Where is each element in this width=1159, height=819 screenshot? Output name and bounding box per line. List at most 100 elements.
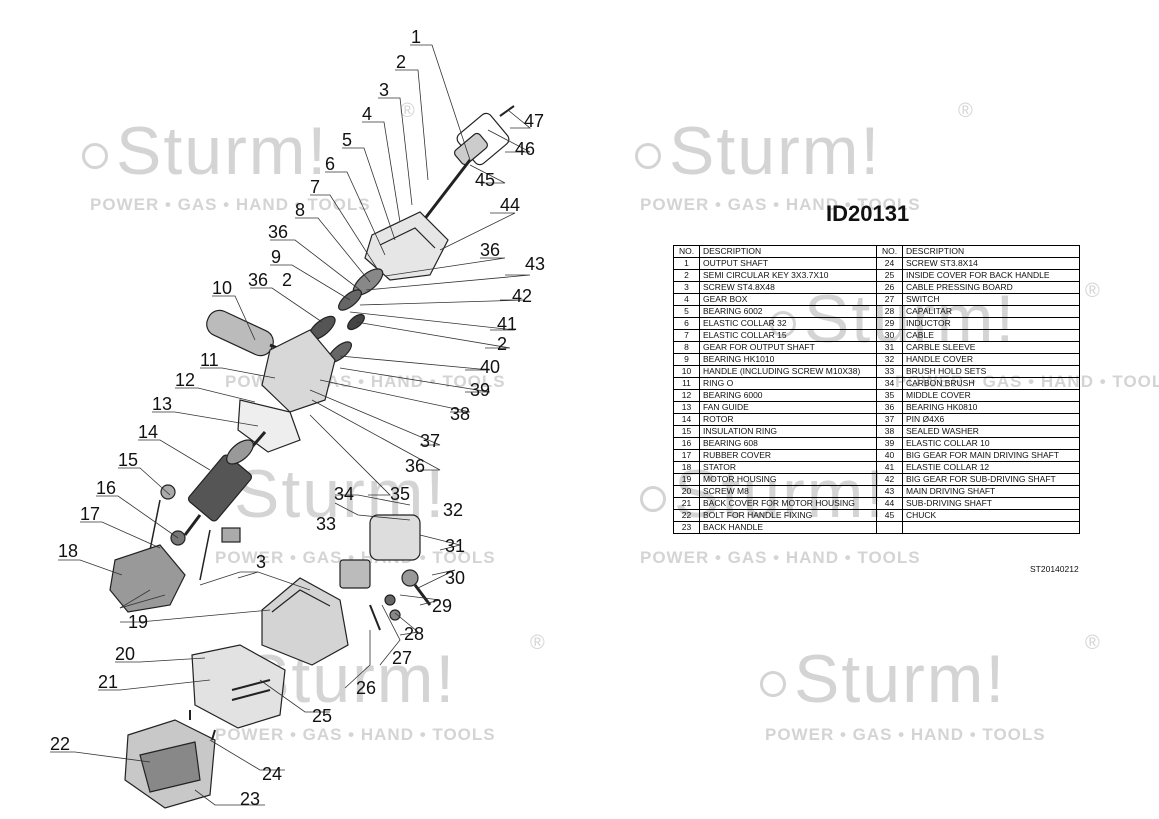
part-description-cell: BEARING HK1010: [699, 353, 877, 366]
part-number-cell: 33: [876, 365, 903, 378]
watermark-logo: Sturm!: [760, 640, 1006, 718]
watermark-registered: ®: [1085, 280, 1100, 302]
part-description-cell: SCREW ST4.8X48: [699, 281, 877, 294]
callout-43: 43: [525, 254, 545, 274]
back-handle-part: [124, 719, 216, 809]
part-number-cell: 16: [673, 437, 700, 450]
part-number-cell: 7: [673, 329, 700, 342]
callout-20: 20: [115, 644, 135, 664]
part-number-cell: 21: [673, 497, 700, 510]
part-number-cell: 3: [673, 281, 700, 294]
part-description-cell: BACK COVER FOR MOTOR HOUSING: [699, 497, 877, 510]
part-number-cell: 22: [673, 509, 700, 522]
part-description-cell: CARBLE SLEEVE: [902, 341, 1080, 354]
part-description-cell: MAIN DRIVING SHAFT: [902, 485, 1080, 498]
callout-17: 17: [80, 504, 100, 524]
watermark-tagline: POWER • GAS • HAND • TOOLS: [90, 195, 371, 214]
callout-16: 16: [96, 478, 116, 498]
callout-37: 37: [420, 431, 440, 451]
watermark-tagline: POWER • GAS • HAND • TOOLS: [215, 548, 496, 567]
part-number-cell: 4: [673, 293, 700, 306]
part-number-cell: 32: [876, 353, 903, 366]
callout-24: 24: [262, 764, 282, 784]
callout-36: 36: [268, 222, 288, 242]
callout-25: 25: [312, 706, 332, 726]
part-description-cell: INSULATION RING: [699, 425, 877, 438]
callout-7: 7: [310, 177, 320, 197]
watermark-logo: Sturm!: [635, 112, 881, 190]
part-number-cell: 41: [876, 461, 903, 474]
callout-35: 35: [390, 484, 410, 504]
part-description-cell: SWITCH: [902, 293, 1080, 306]
header-no: NO.: [673, 245, 700, 258]
part-number-cell: 9: [673, 353, 700, 366]
part-description-cell: HANDLE (INCLUDING SCREW M10X38): [699, 365, 877, 378]
part-number-cell: 31: [876, 341, 903, 354]
callout-36: 36: [405, 456, 425, 476]
back-cover-part: [191, 644, 286, 729]
part-number-cell: 38: [876, 425, 903, 438]
callout-14: 14: [138, 422, 158, 442]
rotor-part: [183, 431, 267, 536]
part-number-cell: 34: [876, 377, 903, 390]
callout-3: 3: [379, 80, 389, 100]
part-description-cell: SEALED WASHER: [902, 425, 1080, 438]
callout-45: 45: [475, 170, 495, 190]
callout-4: 4: [362, 104, 372, 124]
part-number-cell: 12: [673, 389, 700, 402]
callout-30: 30: [445, 568, 465, 588]
part-number-cell: 8: [673, 341, 700, 354]
watermark-registered: ®: [958, 100, 973, 122]
callout-5: 5: [342, 130, 352, 150]
part-description-cell: CABLE: [902, 329, 1080, 342]
part-number-cell: 1: [673, 257, 700, 270]
part-description-cell: [902, 521, 1080, 534]
callout-46: 46: [515, 139, 535, 159]
part-description-cell: ELASTIC COLLAR 10: [902, 437, 1080, 450]
part-description-cell: BEARING 6002: [699, 305, 877, 318]
callout-12: 12: [175, 370, 195, 390]
part-number-cell: 27: [876, 293, 903, 306]
part-number-cell: 19: [673, 473, 700, 486]
part-number-cell: 35: [876, 389, 903, 402]
part-number-cell: 10: [673, 365, 700, 378]
part-description-cell: GEAR BOX: [699, 293, 877, 306]
part-number-cell: 29: [876, 317, 903, 330]
part-description-cell: BEARING 608: [699, 437, 877, 450]
callout-29: 29: [432, 596, 452, 616]
chuck-part: [453, 112, 510, 166]
callout-2: 2: [396, 52, 406, 72]
part-description-cell: MOTOR HOUSING: [699, 473, 877, 486]
part-description-cell: ELASTIC COLLAR 32: [699, 317, 877, 330]
part-number-cell: 42: [876, 473, 903, 486]
callout-22: 22: [50, 734, 70, 754]
stator-part: [109, 544, 186, 613]
watermark-tagline: POWER • GAS • HAND • TOOLS: [640, 195, 921, 214]
part-number-cell: 36: [876, 401, 903, 414]
watermark-registered: ®: [400, 100, 415, 122]
part-number-cell: 11: [673, 377, 700, 390]
part-number-cell: 39: [876, 437, 903, 450]
callout-33: 33: [316, 514, 336, 534]
callout-11: 11: [200, 350, 219, 370]
part-description-cell: CHUCK: [902, 509, 1080, 522]
part-description-cell: CAPALITAR: [902, 305, 1080, 318]
part-description-cell: BACK HANDLE: [699, 521, 877, 534]
part-number-cell: 5: [673, 305, 700, 318]
part-number-cell: 40: [876, 449, 903, 462]
callout-15: 15: [118, 450, 138, 470]
watermark-tagline: POWER • GAS • HAND • TOOLS: [215, 725, 496, 744]
middle-cover-part: [261, 329, 336, 413]
